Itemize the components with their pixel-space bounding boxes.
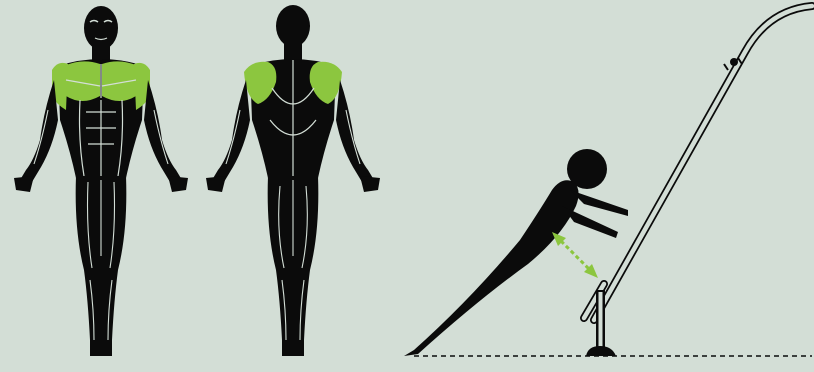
exercise-scene: [404, 6, 812, 356]
back-left-arm: [212, 80, 250, 182]
inclined-bar: [584, 6, 812, 356]
front-head: [84, 6, 118, 50]
bar-base: [586, 346, 616, 356]
back-right-arm: [336, 80, 374, 182]
person-body: [404, 180, 579, 356]
front-right-arm: [144, 80, 182, 182]
person-figure: [404, 149, 628, 356]
bar-clamp: [730, 58, 738, 66]
back-body-figure: [206, 5, 380, 356]
back-head: [276, 5, 310, 47]
movement-arrow: [552, 232, 598, 278]
front-left-arm: [20, 80, 58, 182]
front-body-figure: [14, 6, 188, 356]
